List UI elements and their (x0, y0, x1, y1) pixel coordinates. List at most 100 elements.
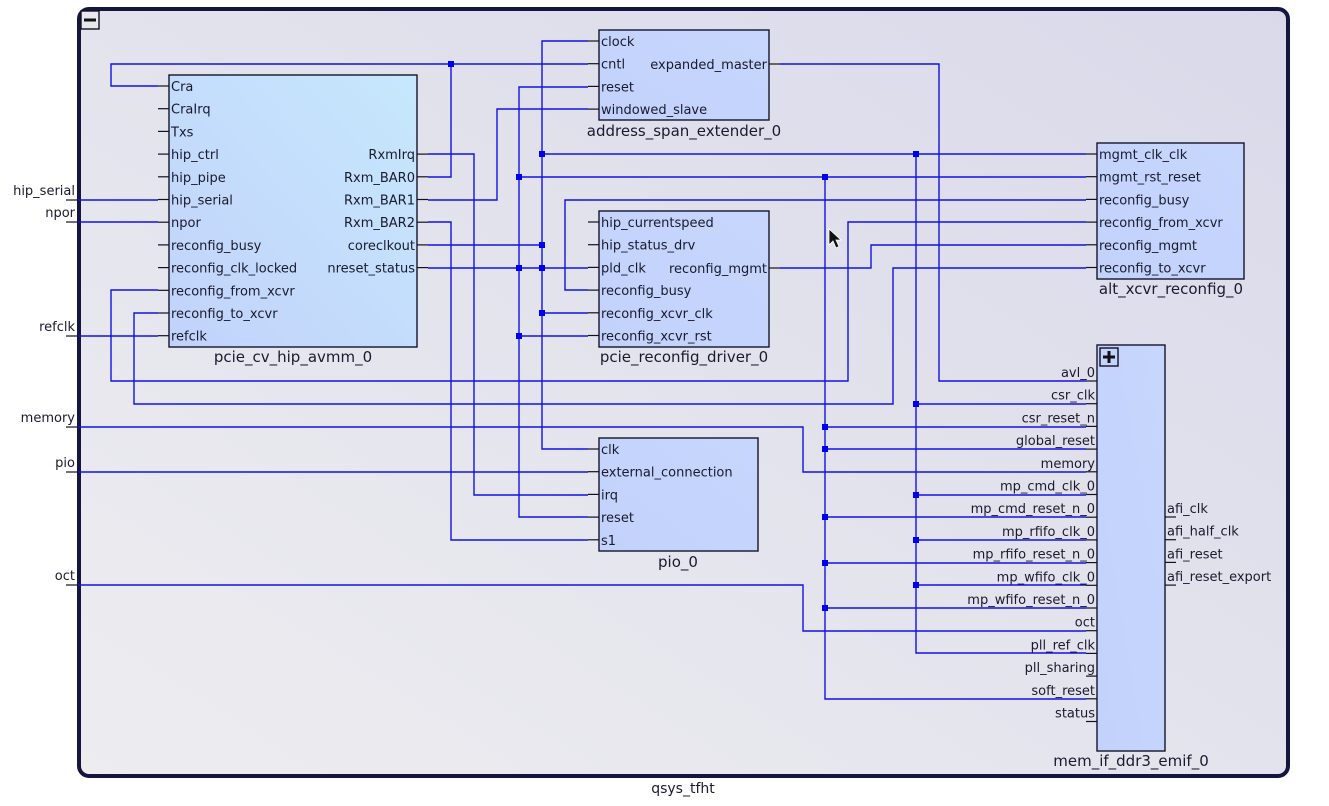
port-label: afi_reset_export (1167, 570, 1271, 585)
port-reconfig-mgmt[interactable]: reconfig_mgmt (669, 262, 780, 277)
port-reconfig-to-xcvr[interactable]: reconfig_to_xcvr (158, 307, 278, 322)
component-mem-if-ddr3-emif-0[interactable]: avl_0 csr_clk csr_reset_n global_resetmemor… (967, 344, 1271, 771)
port-nreset-status[interactable]: nreset_status (327, 262, 428, 277)
port-label: s1 (601, 534, 616, 549)
port-csr-clk[interactable]: csr_clk (1051, 389, 1097, 405)
port-oct[interactable]: oct (1075, 616, 1097, 632)
port-reconfig-clk-locked[interactable]: reconfig_clk_locked (158, 262, 297, 277)
junction-dot (822, 174, 828, 180)
port-label: pll_sharing (1025, 661, 1095, 676)
junction-dot (913, 537, 919, 543)
export-pio[interactable]: pio (55, 456, 78, 473)
port-refclk[interactable]: refclk (158, 330, 207, 345)
port-cra[interactable]: Cra (158, 80, 193, 95)
port-soft-reset[interactable]: soft_reset (1031, 684, 1097, 700)
junction-dot (913, 151, 919, 157)
export-oct[interactable]: oct (55, 569, 78, 586)
port-label: Rxm_BAR0 (344, 171, 415, 186)
port-afi-reset[interactable]: afi_reset (1165, 547, 1223, 564)
port-status[interactable]: status (1055, 707, 1097, 723)
export-npor[interactable]: npor (45, 206, 78, 223)
port-pll-ref-clk[interactable]: pll_ref_clk (1031, 638, 1097, 655)
port-label: refclk (171, 330, 207, 345)
expand-button[interactable] (1099, 347, 1119, 367)
port-hip-pipe[interactable]: hip_pipe (158, 171, 226, 186)
port-csr-reset-n[interactable]: csr_reset_n (1022, 411, 1097, 427)
port-npor[interactable]: npor (158, 216, 201, 231)
port-mgmt-clk-clk[interactable]: mgmt_clk_clk (1086, 148, 1188, 163)
wire-reset-bus (518, 86, 588, 518)
port-rxm-bar1[interactable]: Rxm_BAR1 (344, 194, 428, 209)
junction-dot (913, 582, 919, 588)
component-box[interactable] (1096, 344, 1166, 752)
port-reconfig-mgmt[interactable]: reconfig_mgmt (1086, 239, 1197, 254)
port-reconfig-to-xcvr[interactable]: reconfig_to_xcvr (1086, 262, 1206, 277)
port-label: reset (601, 511, 634, 526)
junction-dot (822, 605, 828, 611)
port-rxm-bar0[interactable]: Rxm_BAR0 (344, 171, 428, 186)
port-reconfig-xcvr-rst[interactable]: reconfig_xcvr_rst (588, 330, 712, 345)
port-irq[interactable]: irq (588, 488, 618, 503)
port-expanded-master[interactable]: expanded_master (650, 58, 780, 73)
port-mp-rfifo-reset-n-0[interactable]: mp_rfifo_reset_n_0 (973, 548, 1097, 564)
port-afi-reset-export[interactable]: afi_reset_export (1165, 570, 1271, 586)
port-mp-wfifo-clk-0[interactable]: mp_wfifo_clk_0 (997, 570, 1097, 586)
port-mp-cmd-reset-n-0[interactable]: mp_cmd_reset_n_0 (971, 502, 1097, 518)
port-mgmt-rst-reset[interactable]: mgmt_rst_reset (1086, 171, 1201, 186)
port-reconfig-busy[interactable]: reconfig_busy (1086, 193, 1190, 208)
port-reconfig-from-xcvr[interactable]: reconfig_from_xcvr (1086, 216, 1223, 231)
port-cntl[interactable]: cntl (588, 58, 625, 73)
port-mp-rfifo-clk-0[interactable]: mp_rfifo_clk_0 (1002, 525, 1097, 541)
port-coreclkout[interactable]: coreclkout (348, 239, 428, 254)
port-hip-status-drv[interactable]: hip_status_drv (588, 239, 696, 254)
port-rxmirq[interactable]: RxmIrq (368, 148, 428, 163)
port-memory[interactable]: memory (1041, 457, 1097, 473)
port-pll-sharing[interactable]: pll_sharing (1025, 661, 1097, 677)
port-global-reset[interactable]: global_reset (1016, 434, 1097, 450)
component-pcie-reconfig-driver-0[interactable]: hip_currentspeedhip_status_drvpld_clkrec… (588, 210, 780, 367)
export-memory[interactable]: memory (21, 411, 78, 428)
mouse-cursor (828, 228, 843, 249)
port-clk[interactable]: clk (588, 443, 620, 458)
component-box[interactable] (168, 74, 418, 348)
port-rxm-bar2[interactable]: Rxm_BAR2 (344, 216, 428, 231)
component-address-span-extender-0[interactable]: clock cntl reset windowed_slave expanded_mas… (587, 29, 781, 141)
port-avl-0[interactable]: avl_0 (1061, 366, 1097, 382)
port-hip-ctrl[interactable]: hip_ctrl (158, 148, 219, 163)
port-reconfig-xcvr-clk[interactable]: reconfig_xcvr_clk (588, 307, 713, 322)
junction-dot (516, 174, 522, 180)
wire-reconfig-mgmt (780, 244, 1086, 269)
export-label: pio (55, 456, 75, 471)
port-afi-half-clk[interactable]: afi_half_clk (1165, 525, 1239, 541)
minus-icon (84, 18, 96, 22)
export-hip-serial[interactable]: hip_serial (13, 184, 78, 201)
port-mp-cmd-clk-0[interactable]: mp_cmd_clk_0 (1000, 480, 1097, 496)
port-windowed-slave[interactable]: windowed_slave (588, 103, 707, 118)
component-box[interactable] (598, 437, 759, 552)
collapse-button[interactable] (80, 10, 100, 30)
port-reconfig-from-xcvr[interactable]: reconfig_from_xcvr (158, 284, 295, 299)
component-alt-xcvr-reconfig-0[interactable]: mgmt_clk_clk mgmt_rst_reset reconfig_busyr… (1086, 142, 1245, 299)
port-reset[interactable]: reset (588, 511, 634, 526)
export-label: oct (55, 569, 75, 584)
port-txs[interactable]: Txs (158, 125, 194, 140)
port-mp-wfifo-reset-n-0[interactable]: mp_wfifo_reset_n_0 (967, 593, 1097, 609)
port-hip-serial[interactable]: hip_serial (158, 194, 233, 209)
port-afi-clk[interactable]: afi_clk (1165, 502, 1208, 518)
component-box[interactable] (598, 29, 770, 121)
component-box[interactable] (598, 210, 770, 348)
port-pld-clk[interactable]: pld_clk (588, 261, 646, 276)
port-hip-currentspeed[interactable]: hip_currentspeed (588, 216, 714, 231)
port-reset[interactable]: reset (588, 80, 634, 95)
port-crairq[interactable]: CraIrq (158, 103, 211, 118)
port-reconfig-busy[interactable]: reconfig_busy (588, 284, 692, 299)
component-box[interactable] (1096, 142, 1245, 280)
port-s1[interactable]: s1 (588, 534, 616, 549)
port-external-connection[interactable]: external_connection (588, 466, 733, 481)
export-refclk[interactable]: refclk (39, 320, 78, 337)
port-reconfig-busy[interactable]: reconfig_busy (158, 239, 262, 254)
junctions (448, 61, 919, 611)
port-clock[interactable]: clock (588, 35, 635, 50)
